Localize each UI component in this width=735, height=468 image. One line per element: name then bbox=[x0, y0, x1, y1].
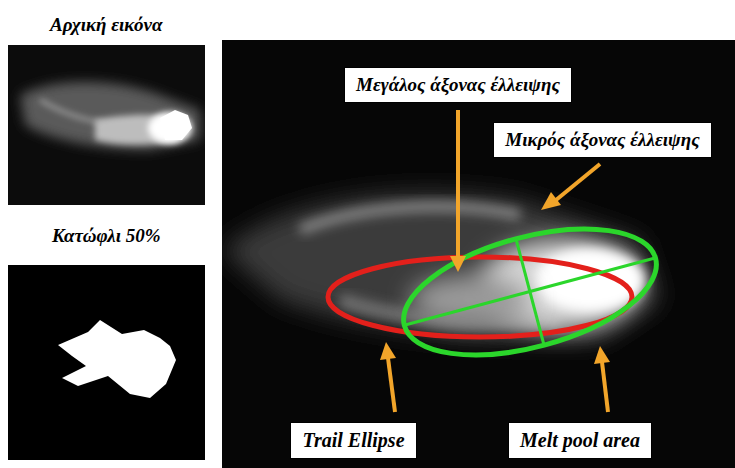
callout-box: Trail Ellipse bbox=[290, 422, 417, 459]
callout-box: Μεγάλος άξονας έλλειψης bbox=[344, 67, 572, 103]
panel-title: Κατώφλι 50% bbox=[52, 225, 161, 247]
callout-box: Μικρός άξονας έλλειψης bbox=[493, 122, 712, 158]
callout-text: Trail Ellipse bbox=[302, 429, 404, 452]
original-image bbox=[8, 45, 205, 205]
callout-box: Melt pool area bbox=[508, 422, 652, 459]
annotated-image bbox=[222, 40, 735, 468]
callout-text: Melt pool area bbox=[520, 429, 640, 452]
panel-title: Αρχική εικόνα bbox=[50, 14, 162, 36]
callout-text: Μεγάλος άξονας έλλειψης bbox=[356, 74, 560, 96]
threshold-image bbox=[8, 265, 205, 460]
callout-text: Μικρός άξονας έλλειψης bbox=[505, 129, 699, 151]
